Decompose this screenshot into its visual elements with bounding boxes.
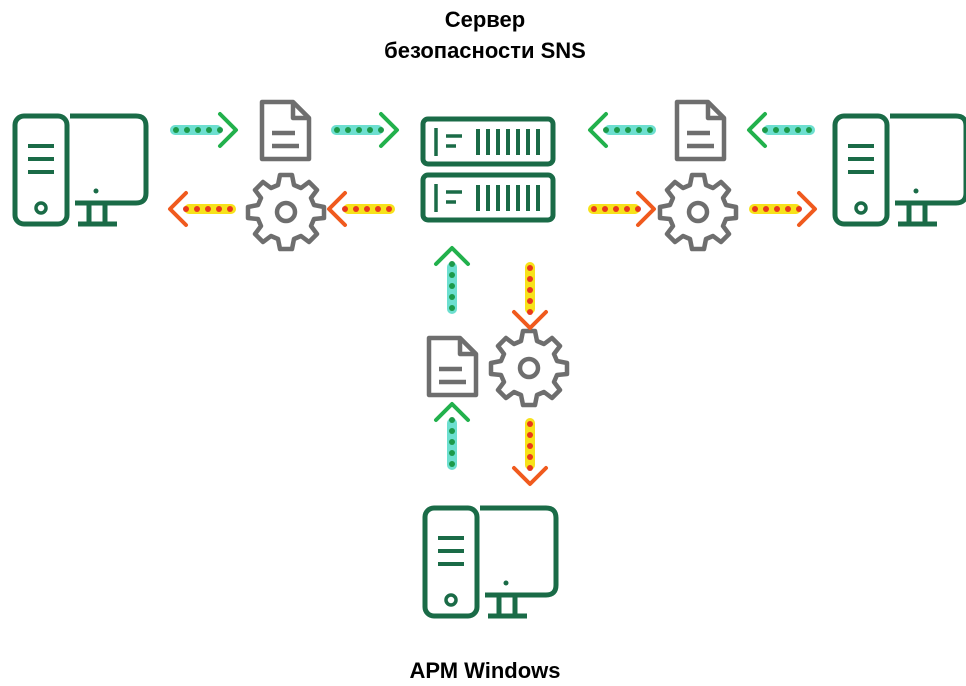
- upload-arrow-right-2: [747, 112, 817, 148]
- upload-arrow-vertical-1: [434, 246, 470, 316]
- server-icon: [420, 116, 556, 223]
- left-document-icon: [262, 102, 309, 159]
- server-title-line2: безопасности SNS: [384, 38, 586, 63]
- left-gear-icon: [248, 175, 324, 249]
- right-document-icon: [677, 102, 724, 159]
- download-arrow-vertical-1: [512, 260, 548, 330]
- upload-arrow-right-1: [588, 112, 658, 148]
- upload-arrow-left-1: [168, 112, 238, 148]
- upload-arrow-left-2: [329, 112, 399, 148]
- right-computer-icon: [835, 116, 966, 224]
- download-arrow-right-1: [586, 191, 656, 227]
- server-title: Сервер безопасности SNS: [330, 4, 640, 66]
- download-arrow-left-2: [327, 191, 397, 227]
- workstation-title: АРМ Windows: [409, 658, 561, 683]
- left-computer-icon: [15, 116, 146, 224]
- upload-arrow-vertical-2: [434, 402, 470, 472]
- download-arrow-right-2: [747, 191, 817, 227]
- right-gear-icon: [660, 175, 736, 249]
- server-title-line1: Сервер: [444, 7, 526, 32]
- arm-windows-computer-icon: [425, 508, 556, 616]
- download-arrow-vertical-2: [512, 416, 548, 486]
- download-arrow-left-1: [168, 191, 238, 227]
- bottom-document-icon: [429, 338, 476, 395]
- bottom-gear-icon: [491, 331, 567, 405]
